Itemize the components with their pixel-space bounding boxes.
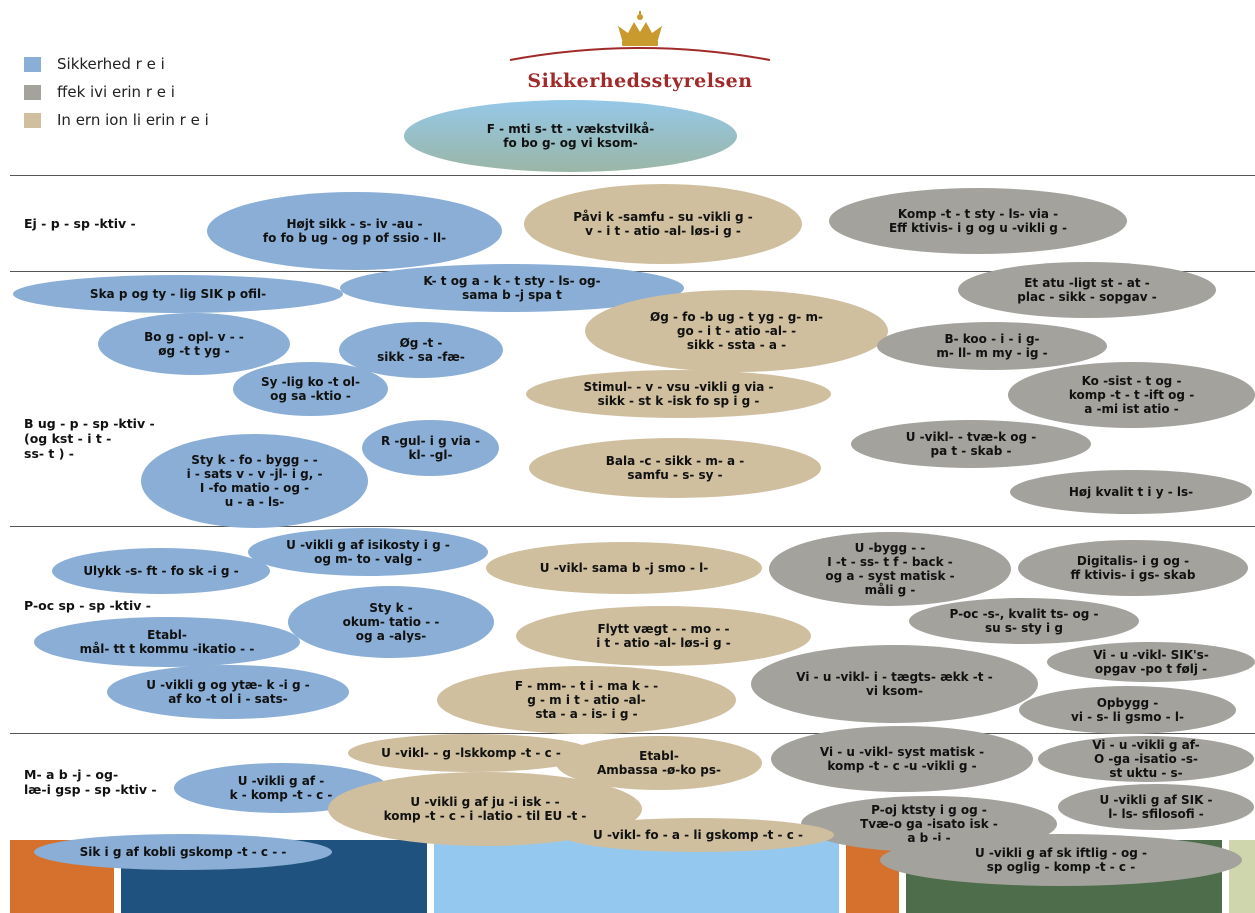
section-divider bbox=[10, 526, 1255, 527]
section-divider bbox=[10, 175, 1255, 176]
legend-swatch-blue bbox=[24, 56, 41, 72]
legend-label: ffek ivi erin r e i bbox=[57, 83, 175, 101]
bubble-balance-safety: Bala -c - sikk - m- a - samfu - s- sy - bbox=[529, 438, 821, 498]
legend-item-efficiency: ffek ivi erin r e i bbox=[24, 78, 209, 106]
row-label-employee: M- a b -j - og- læ-i gsp - sp -ktiv - bbox=[24, 767, 157, 797]
bubble-citizen-trust: Bo g - opl- v - - øg -t t yg - bbox=[98, 313, 290, 375]
bubble-high-safety-level: Højt sikk - s- iv -au - fo fo b ug - og … bbox=[207, 192, 502, 270]
bubble-cross-partnerships: U -vikl- - tvæ-k og - pa t - skab - bbox=[851, 420, 1091, 468]
goal-bubble: F - mti s- tt - vækstvilkå- fo bo g- og … bbox=[404, 100, 737, 172]
bubble-high-quality: Høj kvalit t i y - ls- bbox=[1010, 470, 1252, 514]
bubble-competent-management: Komp -t - t sty - ls- via - Eff ktivis- … bbox=[829, 188, 1127, 254]
bubble-digitalisation: Digitalis- i g og - ff ktivis- i gs- ska… bbox=[1018, 540, 1248, 596]
bubble-ambassador-corps: Etabl- Ambassa -ø-ko ps- bbox=[556, 736, 762, 790]
legend-item-international: In ern ion li erin r e i bbox=[24, 106, 209, 134]
bubble-organisation-structure: Vi - u -vikli g af- O -ga -isatio -s- st… bbox=[1038, 736, 1254, 782]
bubble-coordination: B- koo - i - i g- m- ll- m my - ig - bbox=[877, 322, 1107, 370]
bubble-task-portfolio: Vi - u -vikl- SIK's- opgav -po t følj - bbox=[1047, 642, 1255, 682]
bubble-writing-competence: U -vikli g af sk iftlig - og - sp oglig … bbox=[880, 834, 1242, 886]
bubble-sik-profile: Ska p og ty - lig SIK p ofil- bbox=[13, 275, 343, 313]
bubble-documentation: Sty k - okum- tatio - - og a -alys- bbox=[288, 586, 494, 658]
footer-bar bbox=[434, 840, 839, 913]
bubble-shift-weight: Flytt vægt - - mo - - i t - atio -al- lø… bbox=[516, 606, 811, 666]
bubble-general-competence: U -vikl- - g -lskkomp -t - c - bbox=[348, 734, 594, 772]
legend-swatch-tan bbox=[24, 112, 41, 128]
bubble-negotiation-competence: U -vikl- fo - a - li gskomp -t - c - bbox=[562, 818, 834, 852]
row-label-owner: Ej - p - sp -ktiv - bbox=[24, 216, 136, 231]
bubble-visible-control: Sy -lig ko -t ol- og sa -ktio - bbox=[233, 362, 388, 416]
bubble-contact-partnership: K- t og a - k - t sty - ls- og- sama b -… bbox=[340, 264, 684, 312]
legend: Sikkerhed r e i ffek ivi erin r e i In e… bbox=[24, 50, 209, 134]
bubble-risk-management: U -vikli g af isikosty i g - og m- to - … bbox=[248, 528, 488, 576]
crown-icon bbox=[509, 11, 771, 61]
bubble-process-quality: P-oc -s-, kvalit ts- og - su s- sty i g bbox=[909, 598, 1139, 644]
bubble-increase-user-trust: Øg - fo -b ug - t yg - g- m- go - i t - … bbox=[585, 290, 888, 372]
bubble-placement-tasks: Et atu -ligt st - at - plac - sikk - sop… bbox=[958, 262, 1216, 318]
row-label-user: B ug - p - sp -ktiv - (og kst - i t - ss… bbox=[24, 416, 155, 461]
bubble-increase-safety: Øg -t - sikk - sa -fæ- bbox=[339, 322, 503, 378]
bubble-influence-society: Påvi k -samfu - su -vikli g - v - i t - … bbox=[524, 184, 802, 264]
bubble-develop-cooperation: U -vikl- sama b -j smo - l- bbox=[486, 542, 762, 594]
bubble-communication: Etabl- mål- tt t kommu -ikatio - - bbox=[34, 617, 300, 667]
bubble-stimulate-growth: Stimul- - v - vsu -vikli g via - sikk - … bbox=[526, 370, 831, 418]
bubble-systematic-competence: Vi - u -vikl- syst matisk - komp -t - c … bbox=[771, 726, 1033, 792]
bubble-control-efforts: U -vikli g og ytæ- k -i g - af ko -t ol … bbox=[107, 665, 349, 719]
bubble-consistent-competent: Ko -sist - t og - komp -t - t -ift og - … bbox=[1008, 362, 1255, 428]
legend-label: Sikkerhed r e i bbox=[57, 55, 165, 73]
bubble-management-philosophy: U -vikli g af SIK - l- ls- sfilosofi - bbox=[1058, 784, 1254, 830]
bubble-knowledge-model: Opbygg - vi - s- li gsmo - l- bbox=[1019, 686, 1236, 734]
legend-item-safety: Sikkerhed r e i bbox=[24, 50, 209, 78]
section-divider bbox=[10, 733, 1255, 734]
bubble-connection-competence: Sik i g af kobli gskomp -t - c - - bbox=[34, 834, 332, 870]
bubble-standardisation: F - mm- - t i - ma k - - g - m i t - ati… bbox=[437, 666, 736, 734]
bubble-revenue-chain: Vi - u -vikl- i - tægts- ækk -t - vi kso… bbox=[751, 645, 1038, 723]
bubble-strengthen-prevention: Sty k - fo - bygg - - i - sats v - v -jl… bbox=[141, 434, 368, 528]
row-label-process: P-oc sp - sp -ktiv - bbox=[24, 598, 151, 613]
legend-swatch-gray bbox=[24, 84, 41, 100]
bubble-regulation: R -gul- i g via - kl- -gl- bbox=[362, 420, 499, 476]
legend-label: In ern ion li erin r e i bbox=[57, 111, 209, 129]
logo: Sikkerhedsstyrelsen bbox=[500, 8, 780, 98]
logo-text: Sikkerhedsstyrelsen bbox=[527, 70, 753, 92]
bubble-accident-research: Ulykk -s- ft - fo sk -i g - bbox=[52, 548, 270, 594]
bubble-feedback-measurement: U -bygg - - I -t - ss- t f - back - og a… bbox=[769, 532, 1011, 606]
